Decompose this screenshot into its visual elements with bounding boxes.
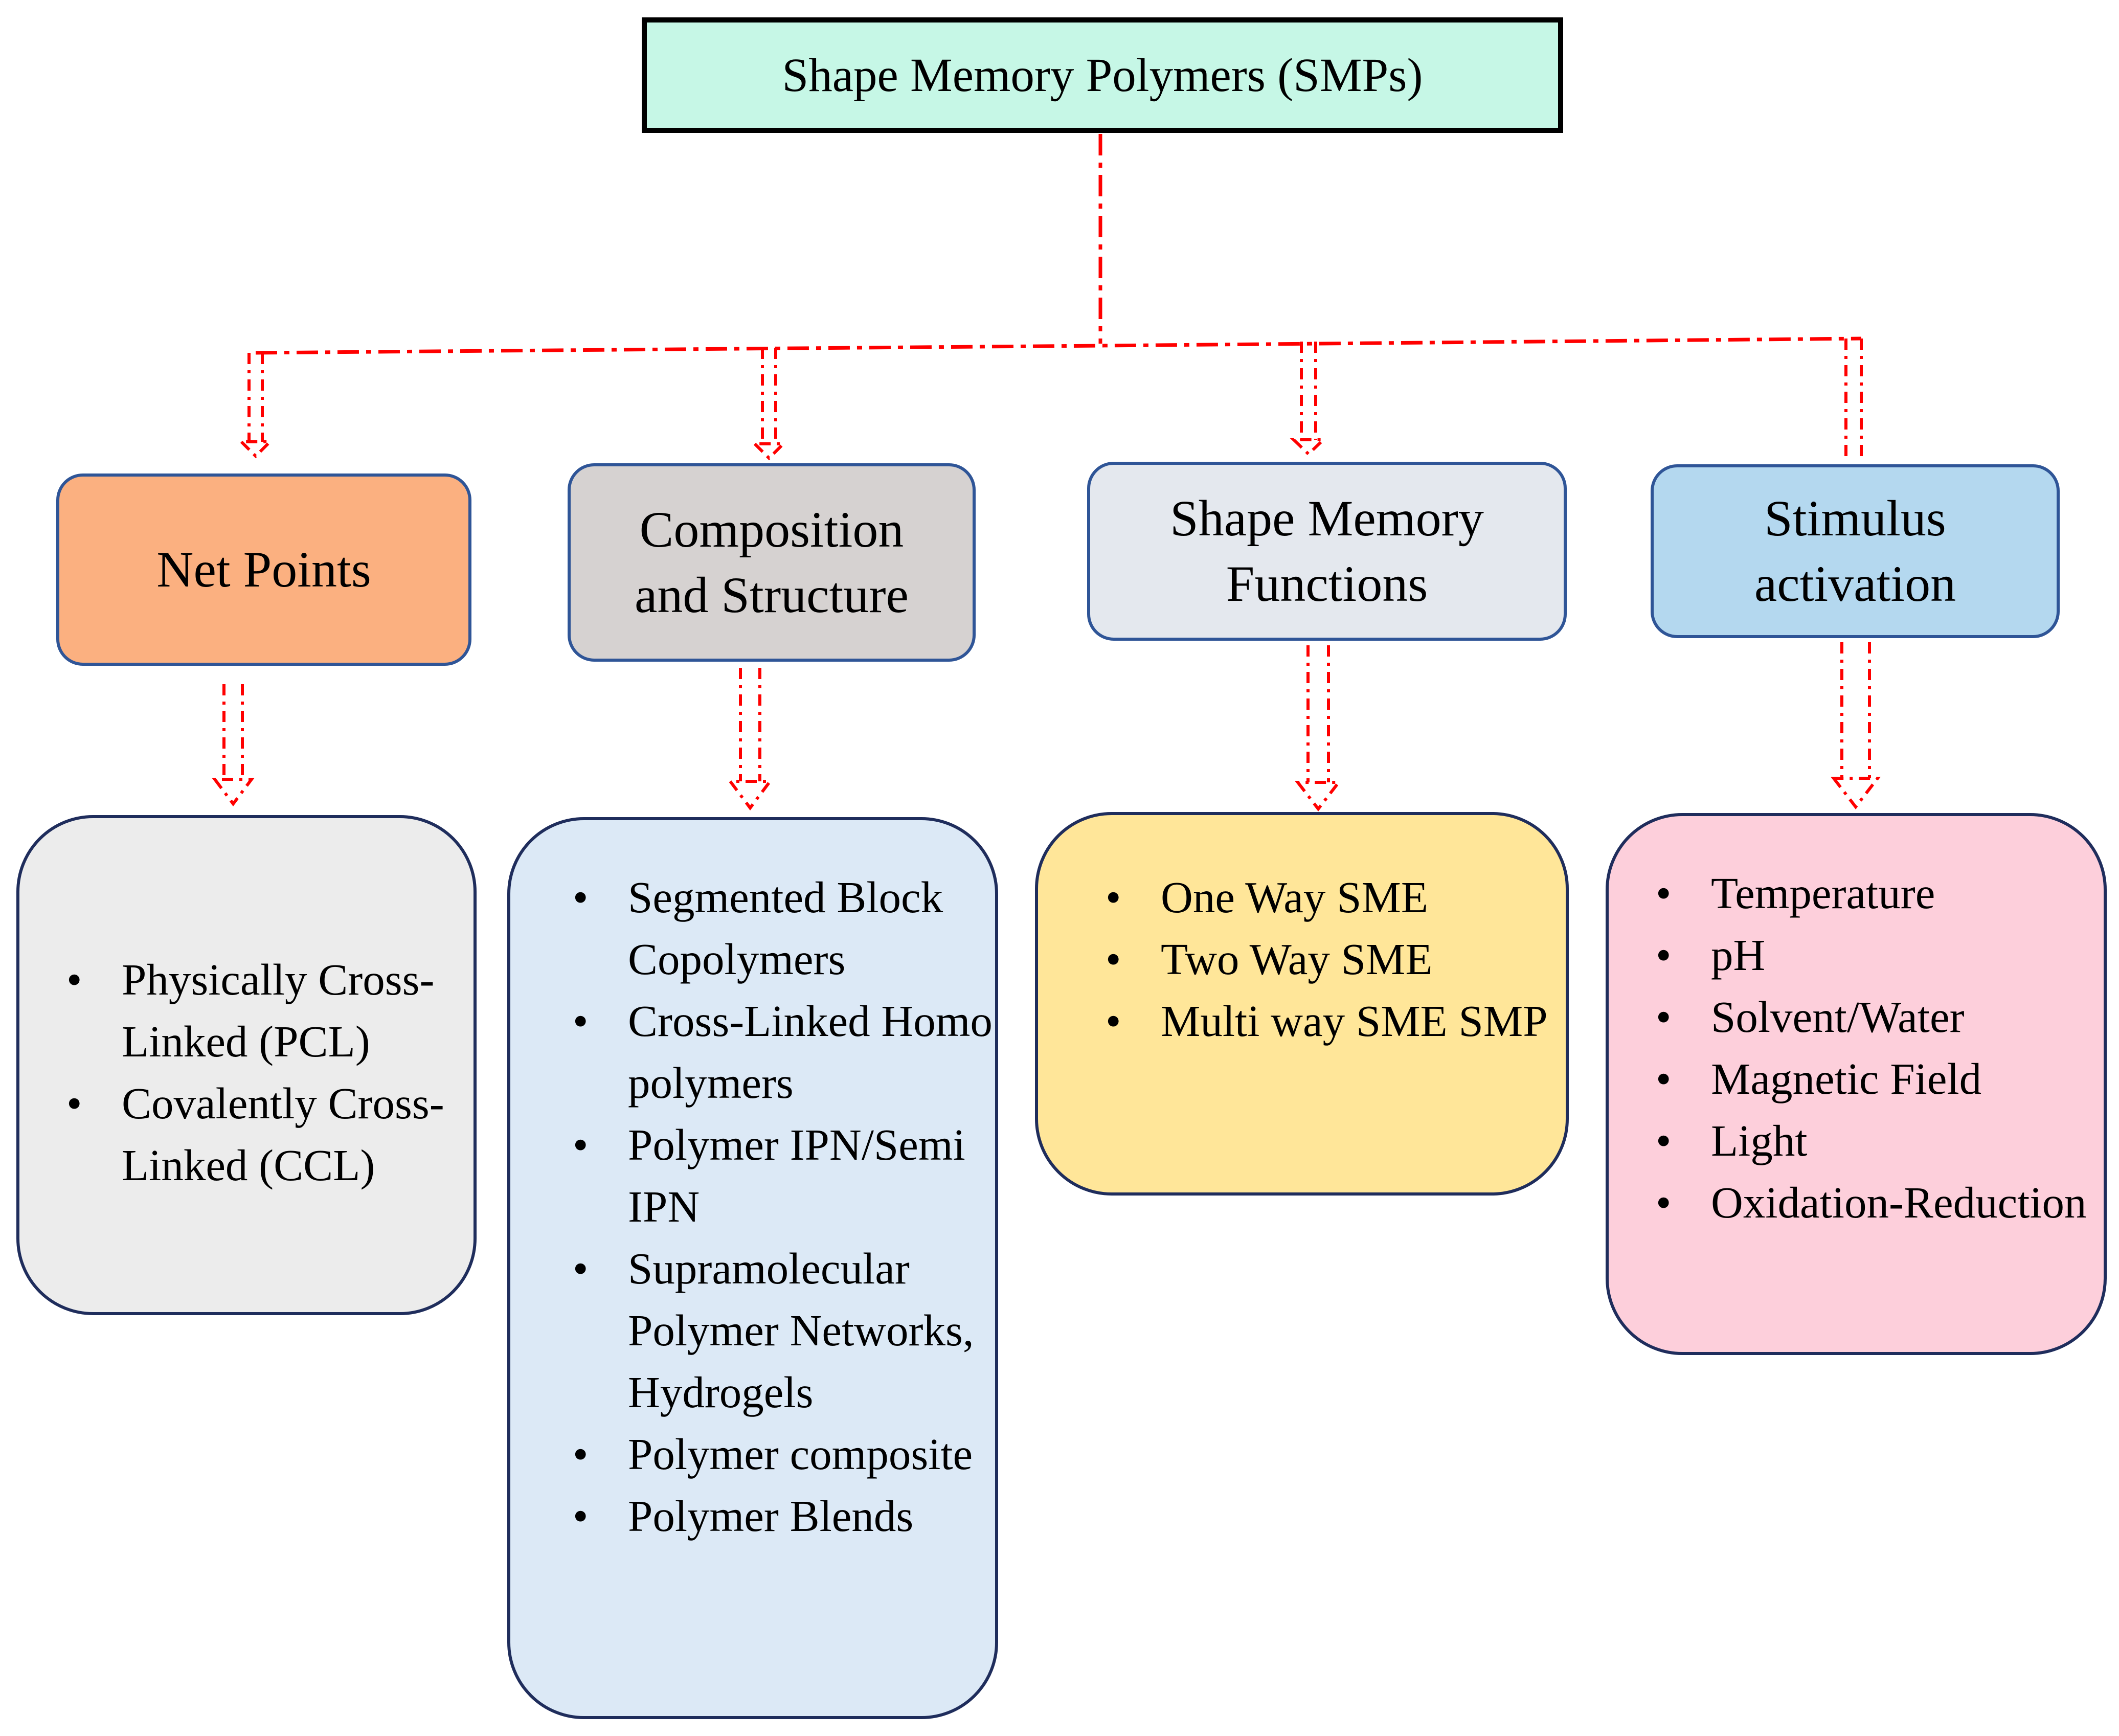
- list-item: Polymer IPN/Semi IPN: [546, 1114, 996, 1237]
- branch-connector: [255, 336, 1862, 355]
- list-item: Physically Cross-Linked (PCL): [40, 949, 480, 1072]
- root-box: Shape Memory Polymers (SMPs): [642, 17, 1563, 133]
- category-title-line: and Structure: [635, 567, 909, 623]
- arrow-to-net-points-list: [212, 684, 255, 806]
- list-item: Polymer Blends: [546, 1485, 996, 1547]
- category-title-line: activation: [1754, 555, 1956, 612]
- list-item: Light: [1629, 1110, 2100, 1171]
- category-title-line: Shape Memory: [1170, 490, 1484, 547]
- list-item: Two Way SME: [1079, 928, 1560, 990]
- net-points-list-box: Physically Cross-Linked (PCL) Covalently…: [16, 815, 477, 1315]
- category-stimulus-activation: Stimulus activation: [1651, 464, 2060, 638]
- category-title-line: Stimulus: [1764, 490, 1946, 547]
- root-title: Shape Memory Polymers (SMPs): [782, 49, 1423, 102]
- category-title-line: Functions: [1226, 555, 1428, 612]
- bullet-list: Temperature pH Solvent/Water Magnetic Fi…: [1629, 862, 2100, 1233]
- category-title-line: Composition: [639, 501, 904, 558]
- arrow-to-functions: [1290, 342, 1327, 457]
- list-item: Covalently Cross-Linked (CCL): [40, 1072, 480, 1196]
- bullet-list: Physically Cross-Linked (PCL) Covalently…: [40, 949, 480, 1196]
- stimulus-list-box: Temperature pH Solvent/Water Magnetic Fi…: [1606, 813, 2107, 1355]
- arrow-to-composition: [751, 348, 787, 461]
- category-composition-structure: Composition and Structure: [568, 463, 976, 662]
- list-item: Cross-Linked Homo polymers: [546, 990, 996, 1114]
- composition-list-box: Segmented Block Copolymers Cross-Linked …: [507, 817, 998, 1719]
- list-item: pH: [1629, 924, 2100, 986]
- category-title-line: Net Points: [156, 541, 371, 598]
- category-net-points: Net Points: [56, 474, 471, 666]
- list-item: Temperature: [1629, 862, 2100, 924]
- list-item: Oxidation-Reduction: [1629, 1171, 2100, 1233]
- list-item: Magnetic Field: [1629, 1048, 2100, 1110]
- bullet-list: Segmented Block Copolymers Cross-Linked …: [546, 866, 996, 1547]
- functions-list-box: One Way SME Two Way SME Multi way SME SM…: [1035, 812, 1569, 1196]
- list-item: One Way SME: [1079, 866, 1560, 928]
- arrow-to-composition-list: [727, 668, 773, 810]
- list-item: Segmented Block Copolymers: [546, 866, 996, 990]
- list-item: Multi way SME SMP: [1079, 990, 1560, 1052]
- arrow-to-stimulus: [1844, 339, 1863, 460]
- arrow-to-functions-list: [1294, 645, 1342, 811]
- arrow-to-net-points: [237, 353, 274, 459]
- bullet-list: One Way SME Two Way SME Multi way SME SM…: [1079, 866, 1560, 1052]
- category-shape-memory-functions: Shape Memory Functions: [1087, 462, 1567, 641]
- arrow-to-stimulus-list: [1830, 642, 1881, 809]
- list-item: Polymer composite: [546, 1423, 996, 1485]
- list-item: Supramolecular Polymer Networks, Hydroge…: [546, 1237, 996, 1423]
- list-item: Solvent/Water: [1629, 986, 2100, 1048]
